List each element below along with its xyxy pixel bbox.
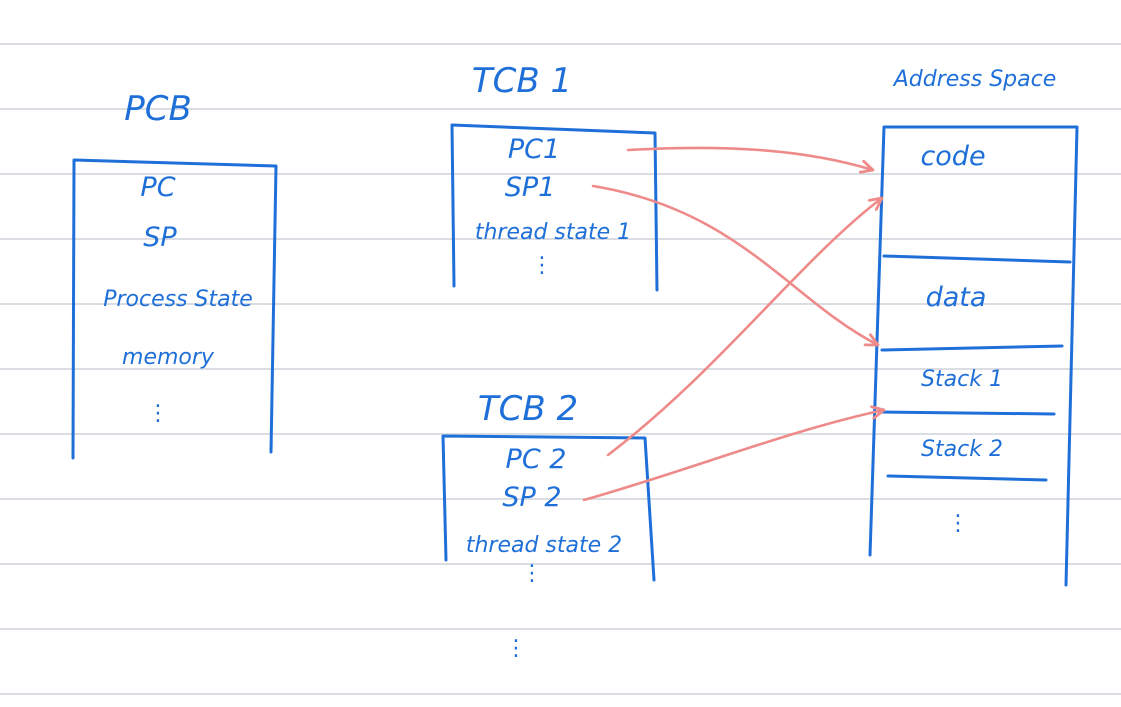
tcb2-field-sp: SP 2 [502, 482, 561, 513]
tcb1-field-pc: PC1 [508, 134, 560, 165]
pcb-field-memory: memory [122, 345, 215, 370]
tcb2-block: TCB 2 PC 2 SP 2 thread state 2 ⋮ [441, 389, 656, 586]
tcb1-field-sp: SP1 [505, 172, 556, 203]
tcb2-field-thread-state: thread state 2 [466, 533, 622, 558]
tcb2-title: TCB 2 [478, 389, 578, 429]
segment-code: code [920, 141, 985, 172]
address-space-box [868, 125, 1079, 587]
pcb-field-ellipsis: ⋮ [147, 401, 169, 426]
tcb1-block: TCB 1 PC1 SP1 thread state 1 ⋮ [450, 61, 659, 292]
tcb1-field-ellipsis: ⋮ [531, 253, 553, 278]
arrow-sp1-to-stack1 [591, 184, 878, 345]
pcb-box [71, 158, 278, 460]
segment-stack-1: Stack 1 [921, 367, 1003, 392]
segment-divider-code-data [882, 254, 1072, 264]
more-tcbs-ellipsis: ⋮ [505, 636, 527, 661]
tcb1-field-thread-state: thread state 1 [475, 220, 631, 245]
pcb-field-process-state: Process State [103, 287, 253, 312]
pointer-arrows [582, 146, 884, 502]
arrow-pc2-to-code [606, 198, 882, 457]
tcb1-box [450, 123, 659, 292]
pcb-field-sp: SP [143, 222, 177, 253]
pcb-field-pc: PC [140, 172, 175, 203]
pcb-block: PCB PC SP Process State memory ⋮ [71, 89, 278, 460]
pcb-title: PCB [124, 89, 192, 129]
segment-ellipsis: ⋮ [947, 511, 969, 536]
tcb1-title: TCB 1 [472, 61, 572, 101]
segment-divider-data-stack1 [880, 344, 1064, 352]
arrow-pc1-to-code [626, 146, 873, 170]
segment-data: data [926, 282, 987, 313]
arrow-sp2-to-stack1 [582, 410, 884, 502]
segment-divider-stack1-stack2 [880, 410, 1056, 416]
tcb2-field-pc: PC 2 [506, 444, 567, 475]
tcb2-box [441, 434, 656, 582]
segment-stack-2: Stack 2 [921, 437, 1003, 462]
segment-divider-stack2-more [886, 474, 1048, 482]
address-space-title: Address Space [892, 67, 1057, 92]
address-space-block: Address Space code data Stack 1 Stack 2 … [868, 67, 1079, 587]
tcb2-field-ellipsis: ⋮ [521, 561, 543, 586]
